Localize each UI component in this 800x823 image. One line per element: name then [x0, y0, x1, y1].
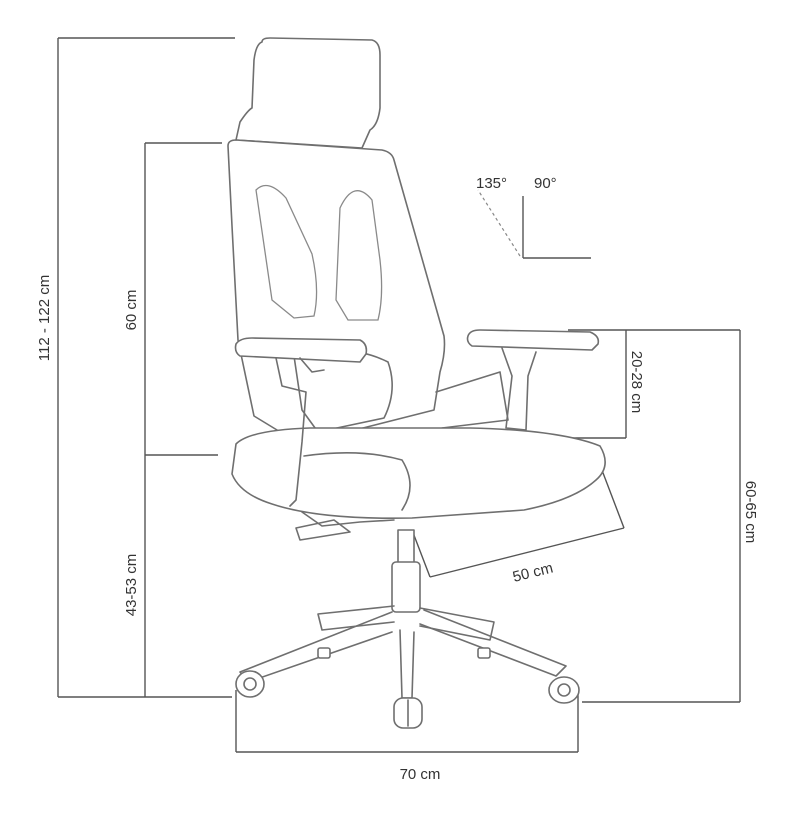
headrest — [235, 37, 381, 149]
label-recline-max: 135° — [476, 175, 507, 192]
label-recline-min: 90° — [534, 175, 557, 192]
backrest-mesh-left — [255, 184, 318, 319]
label-seat-depth: 50 cm — [511, 559, 555, 585]
recline-angle-icon — [477, 189, 591, 259]
caster-back-left — [317, 647, 331, 659]
seat-cushion — [231, 427, 606, 520]
dim-seat-height-right — [582, 329, 741, 703]
dim-seat-depth — [411, 464, 625, 578]
label-armrest-height: 20-28 cm — [628, 351, 645, 414]
caster-left — [235, 670, 265, 698]
caster-right — [548, 676, 580, 704]
office-chair-illustration — [227, 37, 606, 729]
base-leg-back-right — [419, 607, 495, 641]
armrest-left-post — [275, 357, 307, 507]
base-leg-back-left — [317, 605, 395, 631]
label-backrest-height: 60 cm — [123, 290, 140, 331]
seat-mechanism — [301, 511, 395, 527]
armrest-right-post — [501, 347, 537, 431]
gas-cylinder-upper — [397, 529, 415, 565]
label-seat-height: 43-53 cm — [123, 554, 140, 617]
armrest-left-pad — [234, 337, 368, 363]
seat-edge — [303, 452, 411, 511]
caster-back-right — [477, 647, 491, 659]
label-total-height: 112 - 122 cm — [36, 275, 53, 361]
base-leg-front — [399, 629, 415, 699]
back-mechanism — [435, 371, 509, 429]
label-seat-height-right: 60-65 cm — [742, 481, 759, 544]
backrest-mesh-right — [335, 190, 383, 321]
base-leg-left — [239, 611, 393, 683]
armrest-left-post-inner — [299, 357, 325, 373]
dim-backrest-height — [144, 142, 222, 455]
label-base-width: 70 cm — [400, 766, 441, 783]
gas-cylinder-sleeve — [391, 561, 421, 613]
armrest-right-pad — [466, 329, 600, 351]
caster-front — [393, 697, 423, 729]
dim-base-width — [235, 690, 579, 753]
base-leg-right — [419, 609, 567, 677]
height-lever — [295, 519, 351, 541]
dim-seat-height — [144, 454, 218, 697]
dim-total-height — [57, 37, 235, 697]
